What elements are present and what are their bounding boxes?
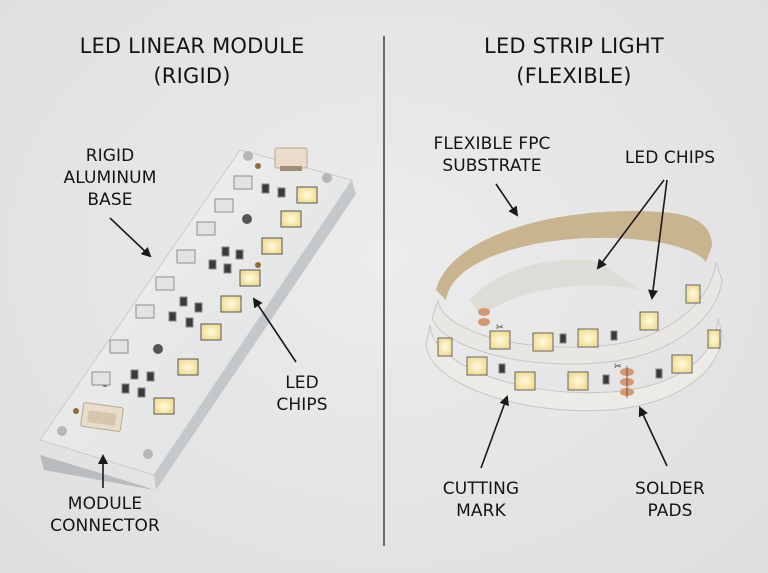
label-text: RIGID [85, 146, 135, 166]
left-title-line1: LED LINEAR MODULE [79, 34, 305, 58]
label-text: CONNECTOR [50, 516, 160, 536]
label-cutting-mark: CUTTING MARK [428, 478, 534, 522]
rigid-module [39, 147, 356, 490]
arrow-led-chips-2 [648, 179, 668, 300]
arrow-cutting-mark [480, 395, 509, 469]
label-text: ALUMINUM [63, 168, 157, 188]
label-flexible-fpc-substrate: FLEXIBLE FPC SUBSTRATE [418, 133, 566, 177]
label-text: LED CHIPS [624, 148, 716, 168]
label-led-chips-right: LED CHIPS [608, 147, 732, 169]
arrow-led-chips-1 [596, 179, 665, 270]
arrow-substrate [495, 183, 519, 217]
svg-text:✂: ✂ [496, 323, 504, 333]
left-panel-title: LED LINEAR MODULE (RIGID) [20, 31, 364, 91]
arrow-solder-pads [638, 406, 668, 467]
right-title-line1: LED STRIP LIGHT [484, 34, 664, 58]
right-panel-title: LED STRIP LIGHT (FLEXIBLE) [402, 31, 746, 91]
rigid-led-chips [153, 186, 318, 415]
label-text: CHIPS [276, 395, 328, 415]
label-solder-pads: SOLDER PADS [620, 478, 720, 522]
label-text: PADS [647, 501, 693, 521]
label-text: SOLDER [635, 479, 705, 499]
label-text: SUBSTRATE [442, 156, 542, 176]
panel-divider [383, 36, 385, 546]
label-module-connector: MODULE CONNECTOR [38, 493, 172, 537]
right-title-line2: (FLEXIBLE) [516, 64, 632, 88]
arrow-base [109, 217, 152, 258]
label-text: FLEXIBLE FPC [433, 134, 551, 154]
label-led-chips-left: LED CHIPS [252, 372, 352, 416]
label-text: BASE [87, 190, 133, 210]
label-text: CUTTING [442, 479, 520, 499]
left-title-line2: (RIGID) [153, 64, 231, 88]
arrow-led-chips [252, 297, 297, 363]
label-text: MODULE [67, 494, 143, 514]
flex-strip: ✂ ✂ [425, 210, 723, 412]
label-rigid-aluminum-base: RIGID ALUMINUM BASE [50, 145, 170, 211]
svg-text:✂: ✂ [614, 362, 622, 372]
label-text: LED [285, 373, 319, 393]
label-text: MARK [456, 501, 506, 521]
